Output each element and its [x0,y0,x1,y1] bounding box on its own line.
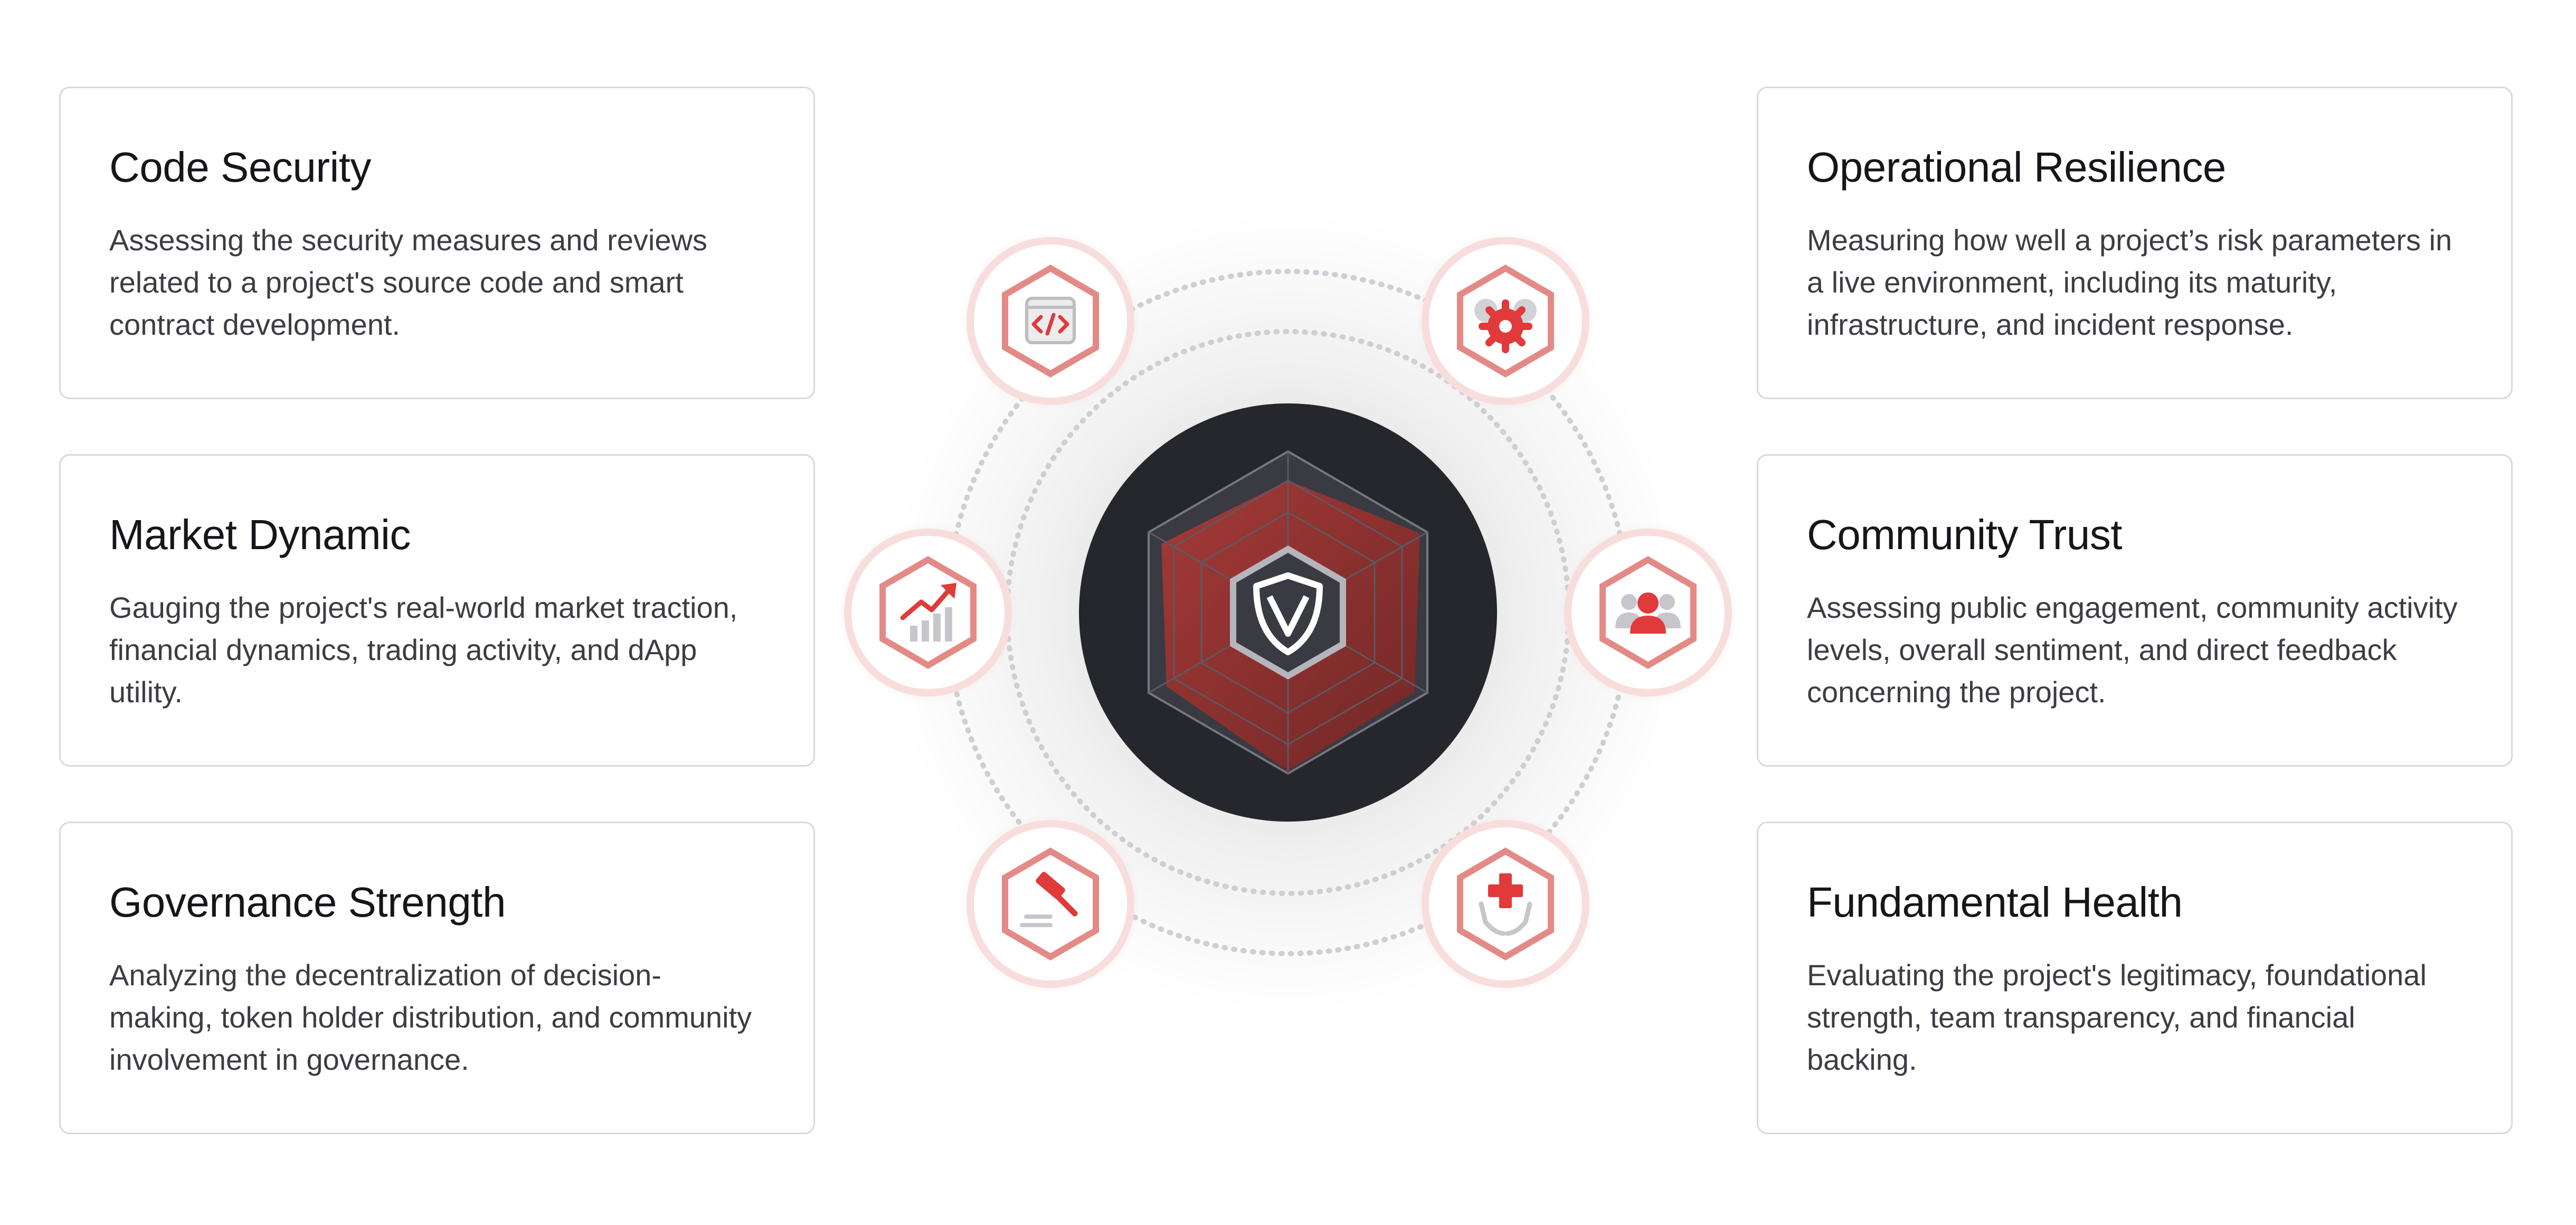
gear-cluster-icon [1474,299,1537,353]
card-description: Measuring how well a project’s risk para… [1807,223,2452,341]
community-users-icon [1615,592,1681,634]
card-title: Operational Resilience [1807,144,2226,191]
card-title: Code Security [109,144,371,191]
shield-logo-icon [1230,545,1346,680]
code-window-icon [1025,297,1076,344]
hub-disk [1079,403,1497,822]
gavel-icon [1020,872,1078,927]
card-description: Evaluating the project's legitimacy, fou… [1807,958,2427,1076]
card-description: Gauging the project's real-world market … [109,591,738,709]
community-node [1558,523,1738,702]
card-description: Assessing public engagement, community a… [1807,591,2458,709]
card-title: Market Dynamic [109,511,411,558]
card-description: Analyzing the decentralization of decisi… [109,958,752,1076]
card-title: Community Trust [1807,511,2123,558]
inner-dotted-ring [1005,329,1571,896]
code-node [961,231,1140,411]
health-cross-icon [1479,873,1532,936]
card-market-dynamic: Market Dynamic Gauging the project's rea… [59,454,815,767]
card-code-security: Code Security Assessing the security mea… [59,87,815,399]
card-title: Fundamental Health [1807,879,2183,926]
card-description: Assessing the security measures and revi… [109,223,707,341]
radar-hexagon [1148,450,1428,775]
gear-node [1416,231,1595,411]
trend-chart-icon [900,583,956,642]
card-fundamental-health: Fundamental Health Evaluating the projec… [1757,822,2513,1134]
health-node [1416,814,1595,994]
governance-node [961,814,1140,994]
market-node [838,523,1018,702]
card-governance-strength: Governance Strength Analyzing the decent… [59,822,815,1134]
card-title: Governance Strength [109,879,506,926]
card-operational-resilience: Operational Resilience Measuring how wel… [1757,87,2513,399]
card-community-trust: Community Trust Assessing public engagem… [1757,454,2513,767]
